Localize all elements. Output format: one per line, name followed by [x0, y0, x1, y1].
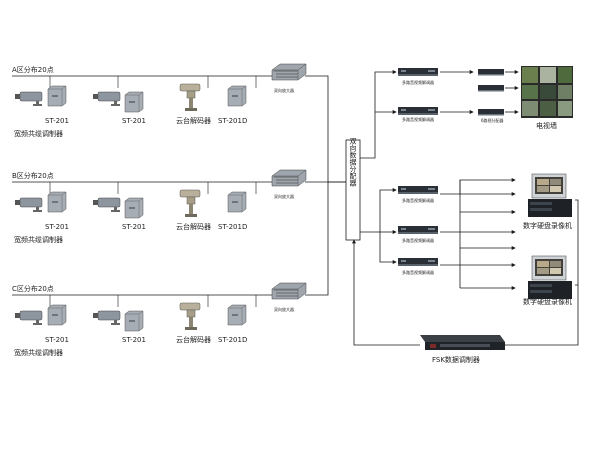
- demod-top-2-label: 多路音视频解调器: [402, 116, 434, 122]
- demod-top-1-label: 多路音视频解调器: [402, 79, 434, 85]
- ptz-camera-icon: [179, 83, 201, 112]
- modulator-box: [124, 310, 144, 332]
- ptz-camera-icon: [179, 189, 201, 218]
- camera-icon: [14, 197, 43, 213]
- trunk-lines: [305, 75, 346, 296]
- ptz-label: 云台解码器: [176, 335, 211, 344]
- modulator-box: [47, 191, 67, 213]
- st-label: ST-201: [122, 117, 146, 125]
- distributor-1: [478, 69, 504, 76]
- zone-title: A区分布20点: [12, 65, 54, 74]
- st-label: ST-201: [45, 336, 69, 344]
- modulator-box: [124, 91, 144, 113]
- dvr-2-label: 数字硬盘录像机: [523, 297, 572, 306]
- camera-icon: [14, 91, 43, 107]
- modulator-box: [47, 304, 67, 326]
- distributor-label: 6路视分配器: [481, 117, 504, 123]
- demod-mid-3: [398, 258, 438, 266]
- camera-icon: [92, 310, 121, 326]
- amplifier-icon: [271, 169, 307, 187]
- st-label: ST-201: [122, 223, 146, 231]
- demod-mid-1: [398, 186, 438, 194]
- splitter: 双向数据分配器: [345, 138, 361, 241]
- zone-title: B区分布20点: [12, 171, 54, 180]
- zone-title: C区分布20点: [12, 284, 54, 293]
- ptz-camera-icon: [179, 302, 201, 331]
- camera-label: 宽频共缆调制器: [14, 235, 63, 244]
- modulator-box: [47, 85, 67, 107]
- tv-wall: [521, 66, 573, 118]
- amplifier-label: 双向放大器: [274, 306, 294, 312]
- amplifier-label: 双向放大器: [274, 87, 294, 93]
- zone-3: C区分布20点 ST-201 ST-201 云台解码器 ST-201D 宽频共缆调制器 双向…: [12, 282, 307, 357]
- dvr-2: [527, 255, 573, 300]
- decoder-box: [227, 191, 247, 213]
- amplifier-icon: [271, 63, 307, 81]
- decoder-box: [227, 85, 247, 107]
- fsk-modulator: [420, 335, 505, 350]
- splitter-label: 双向数据分配器: [349, 138, 357, 188]
- amplifier-icon: [271, 282, 307, 300]
- st-label: ST-201: [45, 223, 69, 231]
- zone-1: A区分布20点 ST-201 ST-201 云台解码器 ST-201D 宽频共缆调制器 双向…: [12, 63, 307, 138]
- ptz-label: 云台解码器: [176, 222, 211, 231]
- camera-icon: [92, 197, 121, 213]
- demod-mid-3-label: 多路音视频解调器: [402, 269, 434, 275]
- demod-mid-1-label: 多路音视频解调器: [402, 197, 434, 203]
- decoder-box: [227, 304, 247, 326]
- camera-label: 宽频共缆调制器: [14, 129, 63, 138]
- amplifier-label: 双向放大器: [274, 193, 294, 199]
- ptz-label: 云台解码器: [176, 116, 211, 125]
- st-label: ST-201D: [218, 336, 247, 344]
- camera-label: 宽频共缆调制器: [14, 348, 63, 357]
- demod-mid-2: [398, 226, 438, 234]
- modulator-box: [124, 197, 144, 219]
- demod-top-1: [398, 68, 438, 76]
- st-label: ST-201D: [218, 117, 247, 125]
- demod-top-2: [398, 107, 438, 115]
- zone-2: B区分布20点 ST-201 ST-201 云台解码器 ST-201D 宽频共缆调制器 双向…: [12, 169, 307, 244]
- top-branch-lines: [360, 70, 519, 159]
- fsk-label: FSK数据调制器: [432, 355, 480, 364]
- camera-icon: [92, 91, 121, 107]
- st-label: ST-201: [122, 336, 146, 344]
- dvr-1: [527, 173, 573, 218]
- distributor-2: [478, 85, 504, 92]
- camera-icon: [14, 310, 43, 326]
- st-label: ST-201D: [218, 223, 247, 231]
- distributor-3: [478, 109, 504, 116]
- demod-mid-2-label: 多路音视频解调器: [402, 237, 434, 243]
- middle-branch-lines: [352, 178, 579, 346]
- dvr-1-label: 数字硬盘录像机: [523, 221, 572, 230]
- st-label: ST-201: [45, 117, 69, 125]
- tv-wall-label: 电视墙: [536, 121, 557, 130]
